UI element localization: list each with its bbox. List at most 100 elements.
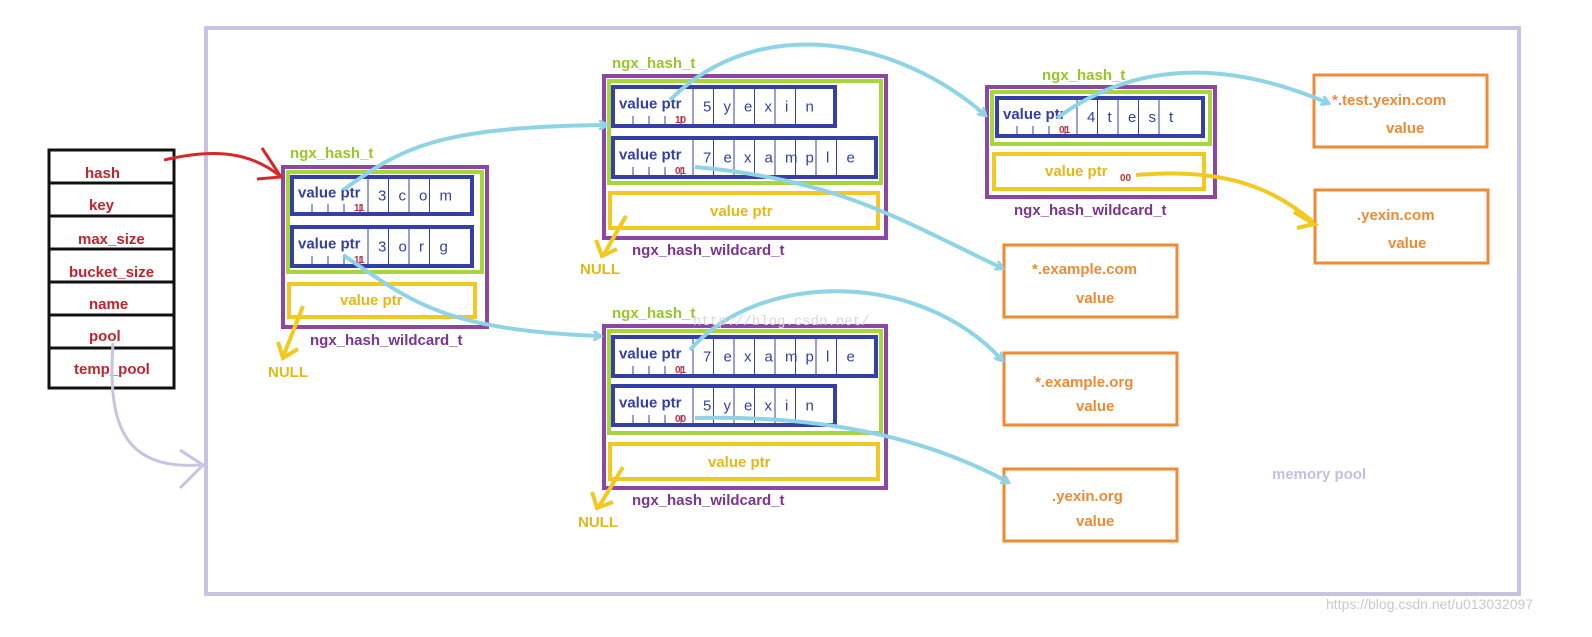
null-arrow	[596, 465, 625, 510]
wildcard-label: ngx_hash_wildcard_t	[632, 242, 785, 259]
arrow-head	[256, 147, 284, 181]
value-label: value	[1076, 398, 1114, 415]
wildcard-hash-root: ngx_hash_t value ptr ngx_hash_wildcard_t…	[268, 145, 489, 381]
struct-field-bucket-size	[47, 247, 176, 284]
struct-label-max-size: max_size	[78, 231, 145, 248]
name-box	[1312, 73, 1489, 149]
hash-box	[607, 79, 883, 185]
pointer-arrows	[110, 42, 1328, 511]
memory-pool-frame	[204, 26, 1521, 596]
struct-label-hash: hash	[85, 165, 120, 182]
key-char: n	[806, 398, 814, 415]
hash-label: ngx_hash_t	[612, 305, 695, 322]
arrow-head	[276, 341, 300, 362]
hash-elt-com	[290, 175, 474, 216]
key-char: e	[847, 349, 855, 366]
hash-label: ngx_hash_t	[290, 145, 373, 162]
value-label: value	[1076, 290, 1114, 307]
null-label: NULL	[268, 364, 308, 381]
key-length: 3	[378, 188, 386, 205]
null-label: NULL	[580, 261, 620, 278]
wildcard-box	[602, 324, 888, 490]
wildcard-value-ptr-label: value ptr	[710, 203, 773, 220]
key-char: a	[765, 349, 774, 366]
name-label: *.example.org	[1035, 374, 1133, 391]
wildcard-label: ngx_hash_wildcard_t	[1014, 202, 1167, 219]
key-char: o	[419, 188, 427, 205]
key-char: p	[806, 349, 814, 366]
key-char: m	[785, 150, 798, 167]
name-label: .yexin.com	[1357, 207, 1435, 224]
wildcard-box	[985, 85, 1217, 199]
key-length: 7	[703, 150, 711, 167]
memory-pool-label: memory pool	[1272, 466, 1366, 483]
hash-box	[607, 329, 883, 435]
value-pointer-arrow	[341, 125, 606, 192]
key-length: 5	[703, 398, 711, 415]
arrow-head	[1292, 210, 1320, 230]
key-char: i	[785, 398, 788, 415]
name-box	[1002, 467, 1179, 543]
wildcard-value-ptr-box	[287, 282, 477, 319]
key-char: e	[724, 150, 732, 167]
key-char: x	[765, 398, 773, 415]
value-ptr-label: value ptr	[619, 395, 682, 412]
key-char: x	[744, 150, 752, 167]
struct-label-pool: pool	[89, 328, 121, 345]
wildcard-value-ptr-box	[992, 152, 1206, 191]
wildcard-label: ngx_hash_wildcard_t	[310, 332, 463, 349]
hash-elt-example	[611, 136, 878, 179]
wildcard-hash-test: ngx_hash_t value ptr ngx_hash_wildcard_t	[985, 67, 1217, 219]
value-pointer-arrow	[688, 289, 1002, 360]
name-label: *.test.yexin.com	[1332, 92, 1446, 109]
key-char: m	[440, 188, 453, 205]
hash-label: ngx_hash_t	[1042, 67, 1125, 84]
name-label: *.example.com	[1032, 261, 1137, 278]
key-length: 5	[703, 99, 711, 116]
key-char: y	[724, 398, 732, 415]
value-pointer-arrow	[1055, 70, 1328, 120]
struct-label-name: name	[89, 296, 128, 313]
key-char: s	[1149, 109, 1157, 126]
hash-elt-example	[611, 335, 878, 378]
value-label: value	[1388, 235, 1426, 252]
null-arrow	[601, 215, 628, 257]
value-label: value	[1386, 120, 1424, 137]
value-pointer-arrow	[694, 165, 1002, 268]
value-ptr-label: value ptr	[619, 147, 682, 164]
struct-label-bucket-size: bucket_size	[69, 264, 154, 281]
key-char: l	[826, 150, 829, 167]
value-ptr-label: value ptr	[298, 236, 361, 253]
wildcard-box	[602, 74, 888, 240]
value-pointer-arrow	[668, 42, 985, 115]
wildcard-value-arrow	[1135, 171, 1315, 224]
value-pointer-arrow	[341, 253, 600, 336]
name-label: .yexin.org	[1052, 488, 1123, 505]
struct-label-key: key	[89, 197, 115, 214]
hash-elt-yexin	[611, 85, 837, 128]
null-label: NULL	[578, 514, 618, 531]
wildcard-value-ptr-label: value ptr	[340, 292, 403, 309]
value-ptr-label: value ptr	[619, 346, 682, 363]
key-char: x	[765, 99, 773, 116]
wildcard-value-ptr-box	[608, 442, 880, 481]
key-char: a	[765, 150, 774, 167]
key-char: o	[399, 239, 407, 256]
arrow-head	[590, 491, 614, 511]
wildcard-label: ngx_hash_wildcard_t	[632, 492, 785, 509]
hash-label: ngx_hash_t	[612, 55, 695, 72]
key-char: i	[785, 99, 788, 116]
key-char: e	[1128, 109, 1136, 126]
key-char: t	[1108, 109, 1113, 126]
hash-box	[286, 170, 484, 274]
key-char: m	[785, 349, 798, 366]
value-ptr-label: value ptr	[619, 96, 682, 113]
value-label: value	[1076, 513, 1114, 530]
value-ptr-label: value ptr	[1003, 106, 1066, 123]
key-char: y	[724, 99, 732, 116]
corner-watermark: https://blog.csdn.net/u013032097	[1326, 596, 1533, 612]
arrow-head	[178, 448, 206, 490]
struct-field-pool	[47, 313, 176, 350]
key-char: r	[419, 239, 424, 256]
